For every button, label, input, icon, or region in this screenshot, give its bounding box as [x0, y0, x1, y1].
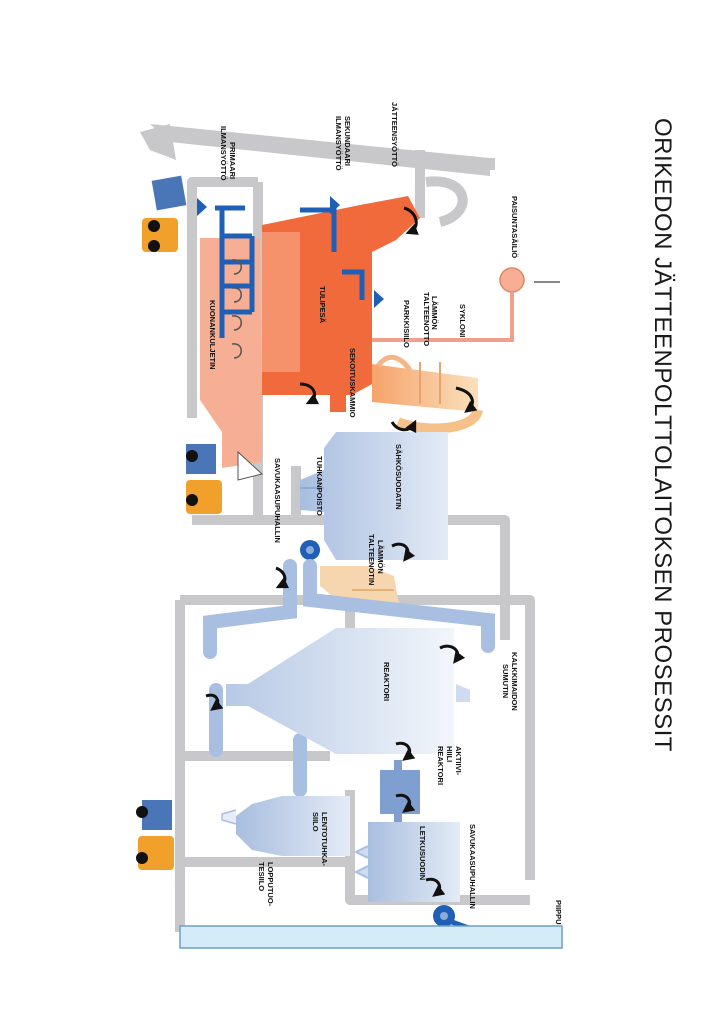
- furnace: [262, 196, 420, 395]
- truck-top-container: [151, 175, 187, 211]
- label-parkkisiilo: PARKKISIILO: [402, 300, 411, 348]
- truck-middle-wheel-2: [186, 494, 198, 506]
- label-primaari-1: PRIMAARI: [228, 142, 237, 179]
- fly-ash-silo: [236, 796, 350, 856]
- truck-bottom-body: [138, 836, 174, 870]
- furnace-grate: [262, 232, 300, 372]
- cyclone: [372, 364, 478, 412]
- reactor: [226, 628, 454, 754]
- bag-filter: [368, 822, 460, 902]
- label-loppuytuo-1: LOPPUTUO-: [266, 862, 275, 907]
- silo-outlet: [221, 809, 237, 825]
- label-kalkkimaidon-1: KALKKIMAIDON: [510, 652, 519, 711]
- label-kalkkimaidon-2: SUMUTIN: [501, 664, 510, 698]
- slag-conveyor: [200, 238, 262, 468]
- furnace-outlet: [330, 395, 346, 412]
- label-lentotuhka-2: SIILO: [311, 812, 320, 832]
- label-savukaasupuhallin-2: SAVUKAASUPUHALLIN: [468, 824, 477, 909]
- flue-ducts: [203, 559, 495, 797]
- label-primaari-2: ILMANSYÖTTÖ: [219, 126, 228, 181]
- label-kuonankuljetin: KUONANKULJETIN: [208, 300, 217, 370]
- label-loppuytuo-2: TESIILO: [257, 862, 266, 891]
- primary-air-arrow: [197, 198, 207, 216]
- cyclone-duct: [395, 408, 483, 434]
- fan-hub-1: [306, 546, 314, 554]
- label-piippu: PIIPPU: [554, 900, 563, 925]
- truck-top-body: [142, 218, 178, 252]
- electrostatic-precipitator: [300, 432, 448, 560]
- label-sekundaari-2: ILMANSYÖTTÖ: [334, 116, 343, 171]
- fan-hub-2: [440, 912, 448, 920]
- secondary-air-arrow-2: [374, 290, 384, 308]
- label-jatteensyotto: JÄTTEENSYÖTTÖ: [390, 102, 399, 167]
- truck-top-wheel-1: [148, 220, 160, 232]
- label-savukaasupuhallin-1: SAVUKAASUPUHALLIN: [273, 458, 282, 543]
- labels: JÄTTEENSYÖTTÖ SEKUNDAARI ILMANSYÖTTÖ PRI…: [208, 102, 563, 925]
- label-letkusuodin: LETKUSUODIN: [418, 826, 427, 880]
- lime-sprayer: [456, 684, 470, 702]
- truck-middle: [186, 444, 222, 514]
- secondary-air-arrow: [330, 196, 340, 214]
- flow-arrows: [205, 206, 478, 897]
- bag-filter-hoppers: [353, 845, 369, 879]
- grate-arrows: [231, 259, 242, 359]
- label-tuhkanpoisto: TUHKANPOISTO: [315, 456, 324, 516]
- label-sahkosuodatin: SÄHKÖSUODATIN: [394, 444, 403, 510]
- waste-conveyor: [150, 124, 490, 176]
- expansion-tank: [499, 267, 525, 293]
- label-aktiivi-3: REAKTORI: [436, 746, 445, 785]
- label-lammon-2a: LÄMMÖN: [376, 540, 385, 574]
- label-lammon-2b: TALTEENOTIN: [367, 534, 376, 585]
- label-sykloni: SYKLONI: [458, 304, 467, 337]
- parking-silo: [375, 354, 413, 372]
- label-sekundaari-1: SEKUNDAARI: [343, 116, 352, 166]
- chimney: [179, 925, 563, 949]
- label-reaktori: REAKTORI: [382, 662, 391, 701]
- steam-line: [372, 292, 514, 342]
- activated-carbon-reactor: [380, 770, 420, 814]
- label-sekoituskammio: SEKOITUSKAMMIO: [348, 348, 357, 418]
- feed-chute: [425, 176, 468, 227]
- truck-bottom: [136, 800, 174, 870]
- label-lammon-1b: TALTEENOTTO: [422, 292, 431, 346]
- label-aktiivi-1: AKTIIVI-: [454, 746, 463, 776]
- label-lentotuhka-1: LENTOTUHKA-: [320, 812, 329, 867]
- waste-hopper: [140, 124, 176, 160]
- label-paisuntasailio: PAISUNTASÄILIÖ: [510, 196, 519, 258]
- truck-bottom-wheel-2: [136, 852, 148, 864]
- label-lammon-1a: LÄMMÖN: [430, 296, 439, 330]
- truck-middle-body: [186, 480, 222, 514]
- truck-top-wheel-2: [148, 240, 160, 252]
- cyclone-tubes: [419, 362, 441, 404]
- slag-outlet: [237, 450, 264, 481]
- truck-bottom-wheel-1: [136, 806, 148, 818]
- truck-top: [142, 175, 187, 252]
- label-aktiivi-2: HIILI: [445, 746, 454, 762]
- label-tulipesa: TULIPESÄ: [318, 286, 327, 324]
- truck-middle-wheel-1: [186, 450, 198, 462]
